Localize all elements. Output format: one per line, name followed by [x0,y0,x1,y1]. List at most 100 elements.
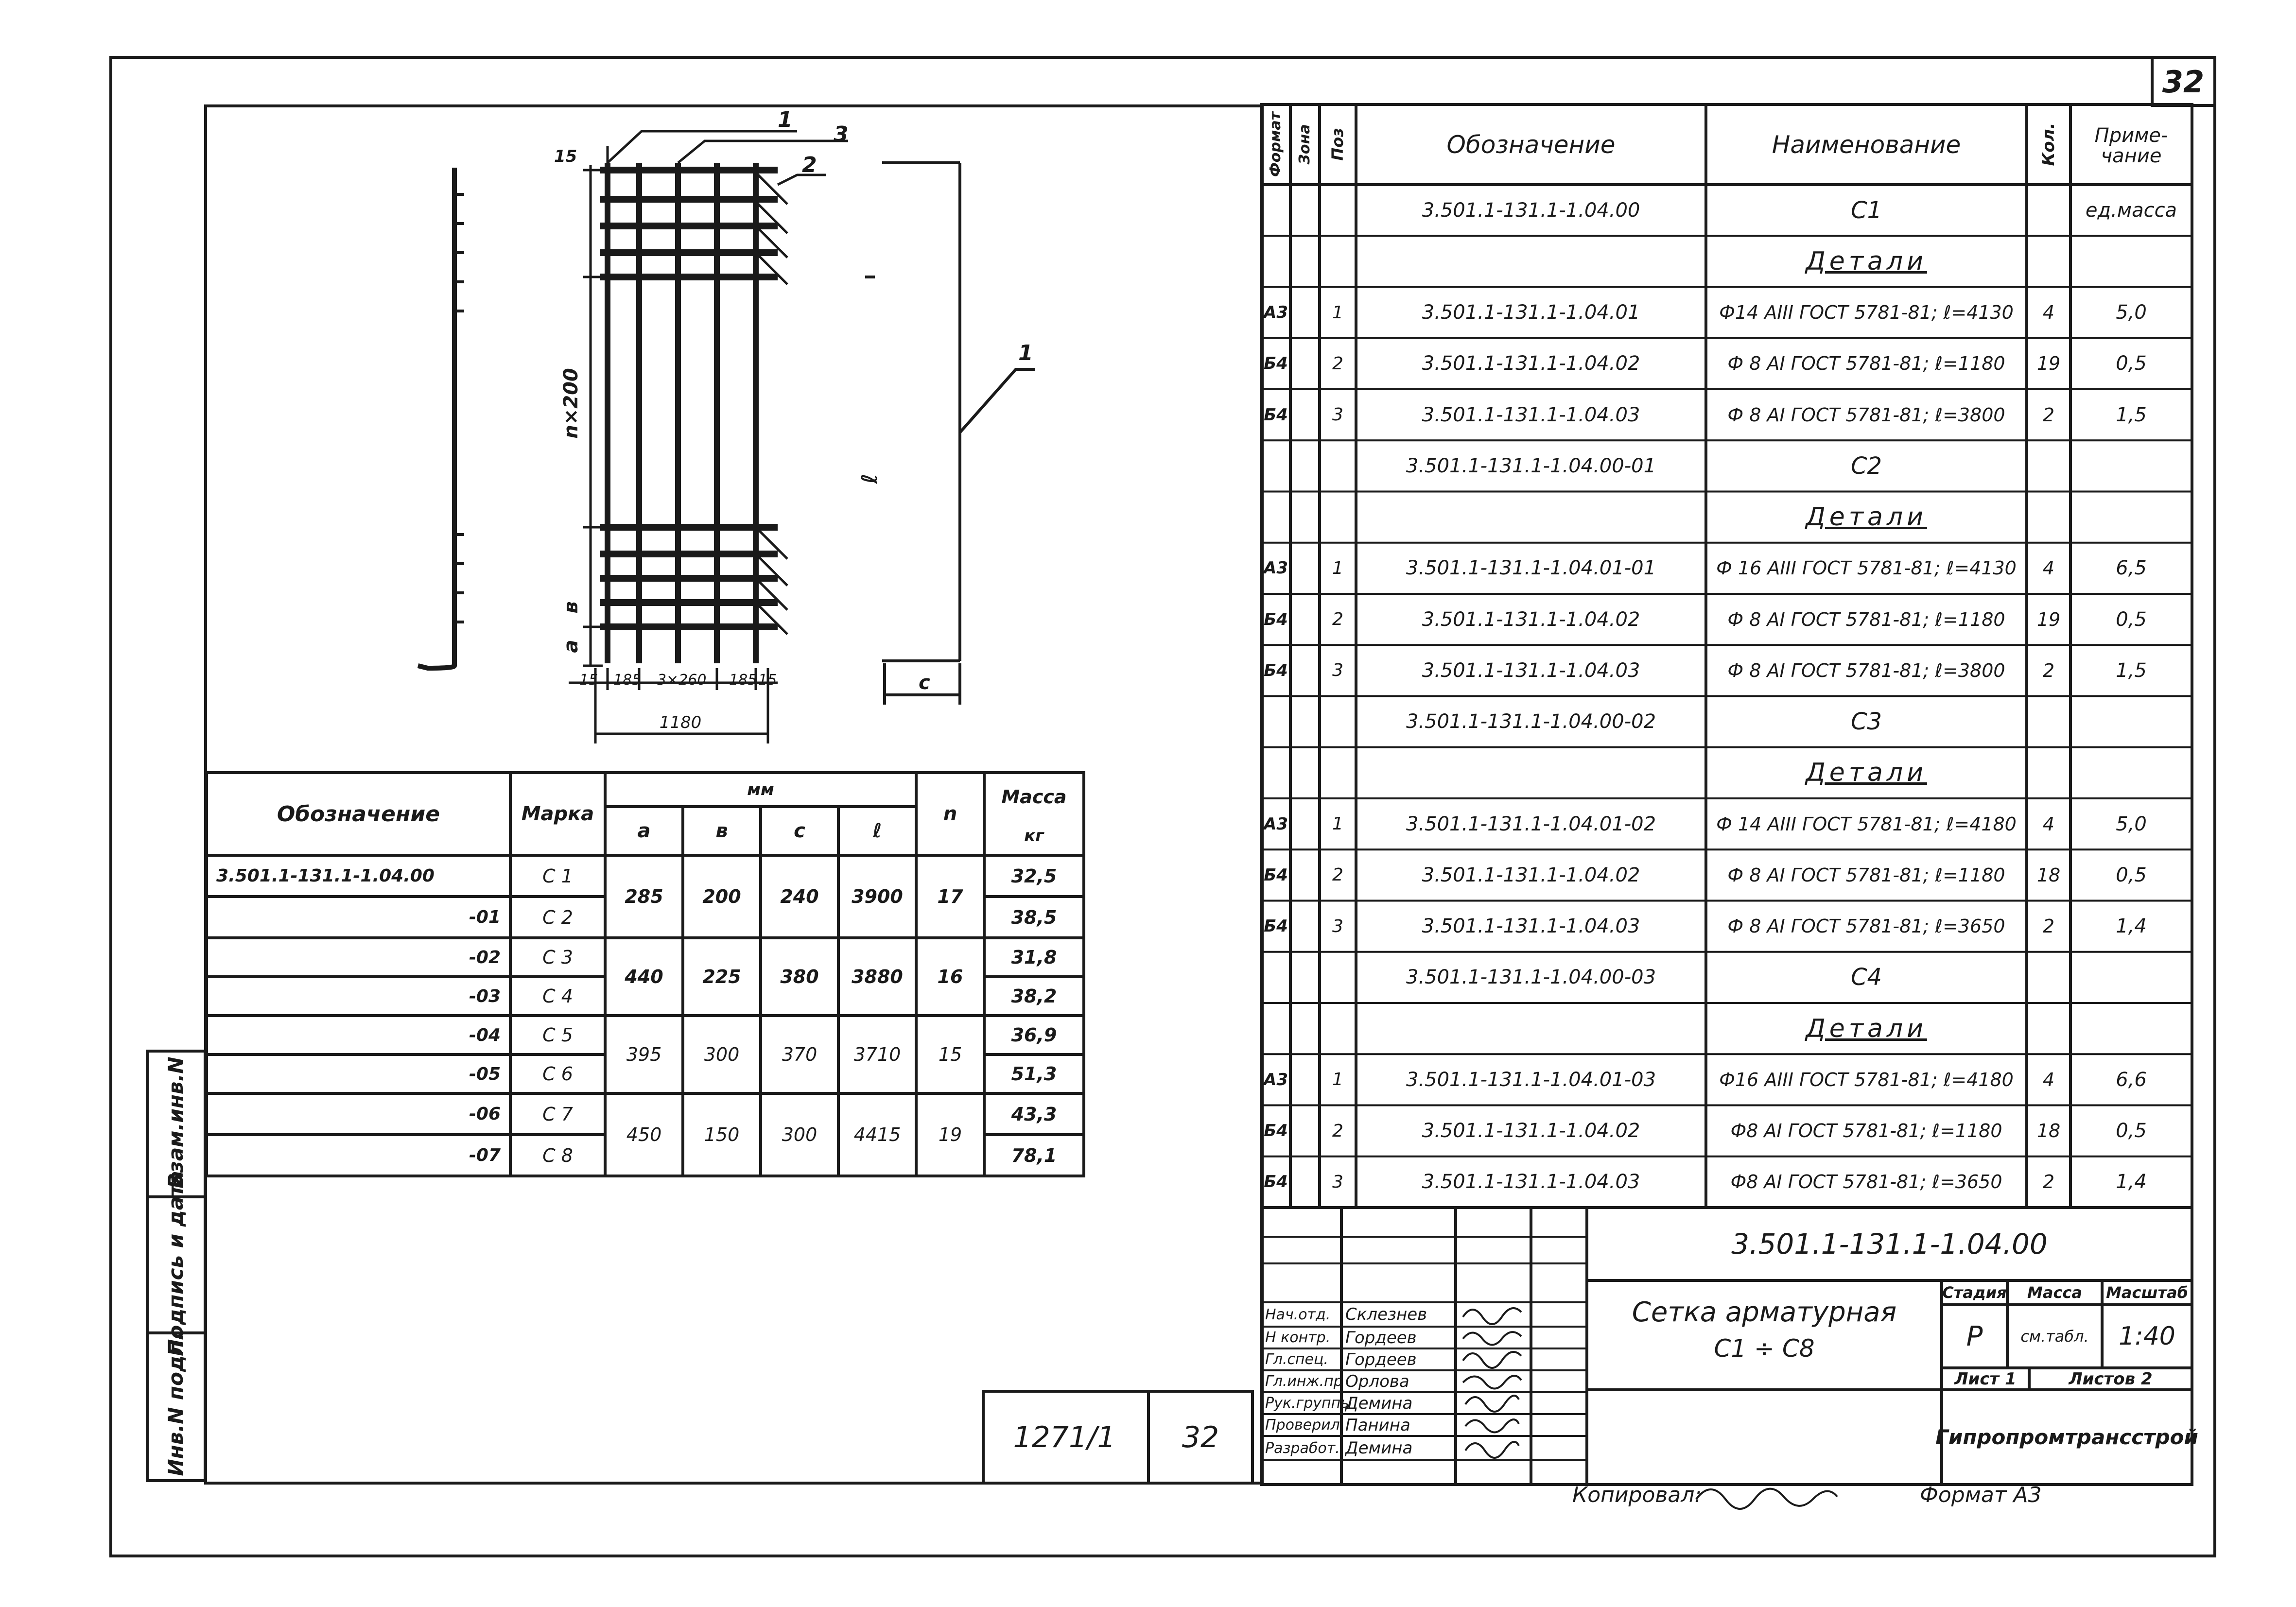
spec-cell-qty: 19 [2036,608,2061,630]
spec-cell-qty: 2 [2042,659,2055,681]
role-person: Гордеев [1345,1328,1417,1348]
spec-cell-name: Ф 16 AIII ГОСТ 5781-81; ℓ=4130 [1716,557,2017,579]
mass-table-h-c: c [794,820,805,842]
spec-cell-format: Б4 [1264,660,1288,680]
spec-cell-name: C4 [1850,964,1882,991]
spec-cell-qty: 4 [2042,1069,2055,1090]
group-l: 4415 [853,1124,901,1145]
title-sheet: Лист 1 [1954,1369,2017,1389]
spec-cell-name: Ф 8 AI ГОСТ 5781-81; ℓ=3650 [1727,916,2005,937]
spec-cell-pos: 2 [1332,1121,1343,1141]
spec-cell-designation: 3.501.1-131.1-1.04.01-01 [1406,557,1656,580]
group-a: 450 [626,1124,662,1145]
spec-cell-pos: 3 [1332,916,1343,936]
spec-cell-note: 6,6 [2116,1068,2147,1091]
mass-table-h-a: a [637,820,651,842]
mass-row-mass: 36,9 [1011,1024,1057,1046]
spec-cell-designation: 3.501.1-131.1-1.04.01-03 [1406,1068,1656,1091]
spec-cell-format: Б4 [1264,865,1288,885]
leader-label-2: 2 [802,153,817,177]
mass-table-h-kg: кг [1024,826,1044,846]
title-sheets: Листов 2 [2069,1369,2153,1389]
mass-row-designation: -01 [469,907,501,927]
spec-cell-pos: 1 [1332,558,1343,578]
mass-table-h-n: n [943,803,957,825]
spec-cell-designation: 3.501.1-131.1-1.04.00 [1422,199,1640,222]
title-h-stage: Стадия [1942,1283,2007,1302]
spec-h-note: Приме- чание [2094,124,2168,167]
group-c: 370 [782,1044,818,1065]
spec-cell-designation: 3.501.1-131.1-1.04.00-01 [1406,454,1656,477]
role-label: Гл.спец. [1265,1351,1328,1368]
spec-cell-name: Детали [1806,502,1927,532]
group-c: 240 [780,886,819,907]
group-b: 150 [704,1124,740,1145]
group-l: 3710 [853,1044,901,1065]
spec-cell-name: C1 [1850,196,1882,224]
title-stage: P [1966,1320,1983,1352]
spec-cell-note: 0,5 [2116,864,2147,886]
role-person: Гордеев [1345,1349,1417,1369]
dim-bottom-15b: 15 [758,672,777,689]
mass-table-h-designation: Обозначение [277,801,440,827]
spec-cell-note: 6,5 [2116,557,2147,580]
spec-cell-note: 1,5 [2116,659,2147,682]
spec-cell-qty: 4 [2042,557,2055,579]
mass-table-h-mm: мм [747,780,774,799]
item-name-line2: C1 ÷ C8 [1714,1334,1815,1363]
spec-cell-name: Ф 8 AI ГОСТ 5781-81; ℓ=3800 [1727,659,2005,681]
leader-label-1: 1 [778,107,793,132]
spec-cell-qty: 4 [2042,813,2055,835]
spec-cell-name: C2 [1850,452,1882,480]
spec-cell-qty: 2 [2042,1171,2055,1193]
group-a: 395 [626,1044,662,1065]
group-n: 16 [937,966,963,987]
mass-row-mass: 38,5 [1011,906,1057,928]
spec-cell-name: Ф8 AI ГОСТ 5781-81; ℓ=3650 [1730,1171,2002,1193]
spec-cell-pos: 3 [1332,1172,1343,1192]
mass-row-designation: 3.501.1-131.1-1.04.00 [216,866,435,886]
mass-row-mass: 43,3 [1011,1103,1057,1125]
role-label: Нач.отд. [1265,1306,1331,1323]
album-code: 1271/1 [1013,1420,1116,1454]
leader-label-3: 3 [834,122,849,147]
role-person: Панина [1345,1415,1410,1435]
title-h-mass: Масса [2027,1283,2082,1302]
spec-cell-note: 1,5 [2116,403,2147,426]
spec-cell-name: Ф 14 AIII ГОСТ 5781-81; ℓ=4180 [1716,813,2017,835]
spec-cell-name: Ф 8 AI ГОСТ 5781-81; ℓ=1180 [1727,608,2005,630]
mass-row-designation: -05 [469,1064,501,1084]
spec-cell-name: Ф 8 AI ГОСТ 5781-81; ℓ=1180 [1727,864,2005,886]
spec-cell-name: Детали [1806,1014,1927,1043]
mass-row-mass: 51,3 [1011,1063,1057,1085]
dim-bottom-3x260: 3×260 [657,672,707,689]
album-box [982,1390,1254,1485]
spec-cell-pos: 2 [1332,353,1343,374]
dim-c: c [919,672,930,694]
mass-row-designation: -07 [469,1145,501,1165]
mass-row-designation: -03 [469,986,501,1006]
dim-total-width: 1180 [659,713,702,732]
group-c: 380 [780,966,819,987]
group-b: 200 [702,886,741,907]
spec-cell-pos: 1 [1332,814,1343,834]
spec-cell-qty: 18 [2036,1120,2061,1142]
spec-cell-name: C3 [1850,708,1882,736]
group-n: 19 [938,1124,962,1145]
spec-cell-designation: 3.501.1-131.1-1.04.00-02 [1406,710,1656,733]
spec-cell-pos: 3 [1332,660,1343,681]
spec-h-name: Наименование [1772,130,1961,159]
spec-cell-name: Детали [1806,758,1927,788]
role-label: Рук.группы [1265,1395,1352,1412]
role-person: Орлова [1345,1371,1409,1391]
spec-cell-format: Б4 [1264,354,1288,374]
spec-cell-designation: 3.501.1-131.1-1.04.03 [1422,1171,1640,1193]
title-organization: Гипропромтрансстрой [1935,1425,2198,1449]
spec-cell-qty: 19 [2036,353,2061,375]
spec-h-designation: Обозначение [1446,130,1616,159]
group-n: 15 [938,1044,962,1065]
